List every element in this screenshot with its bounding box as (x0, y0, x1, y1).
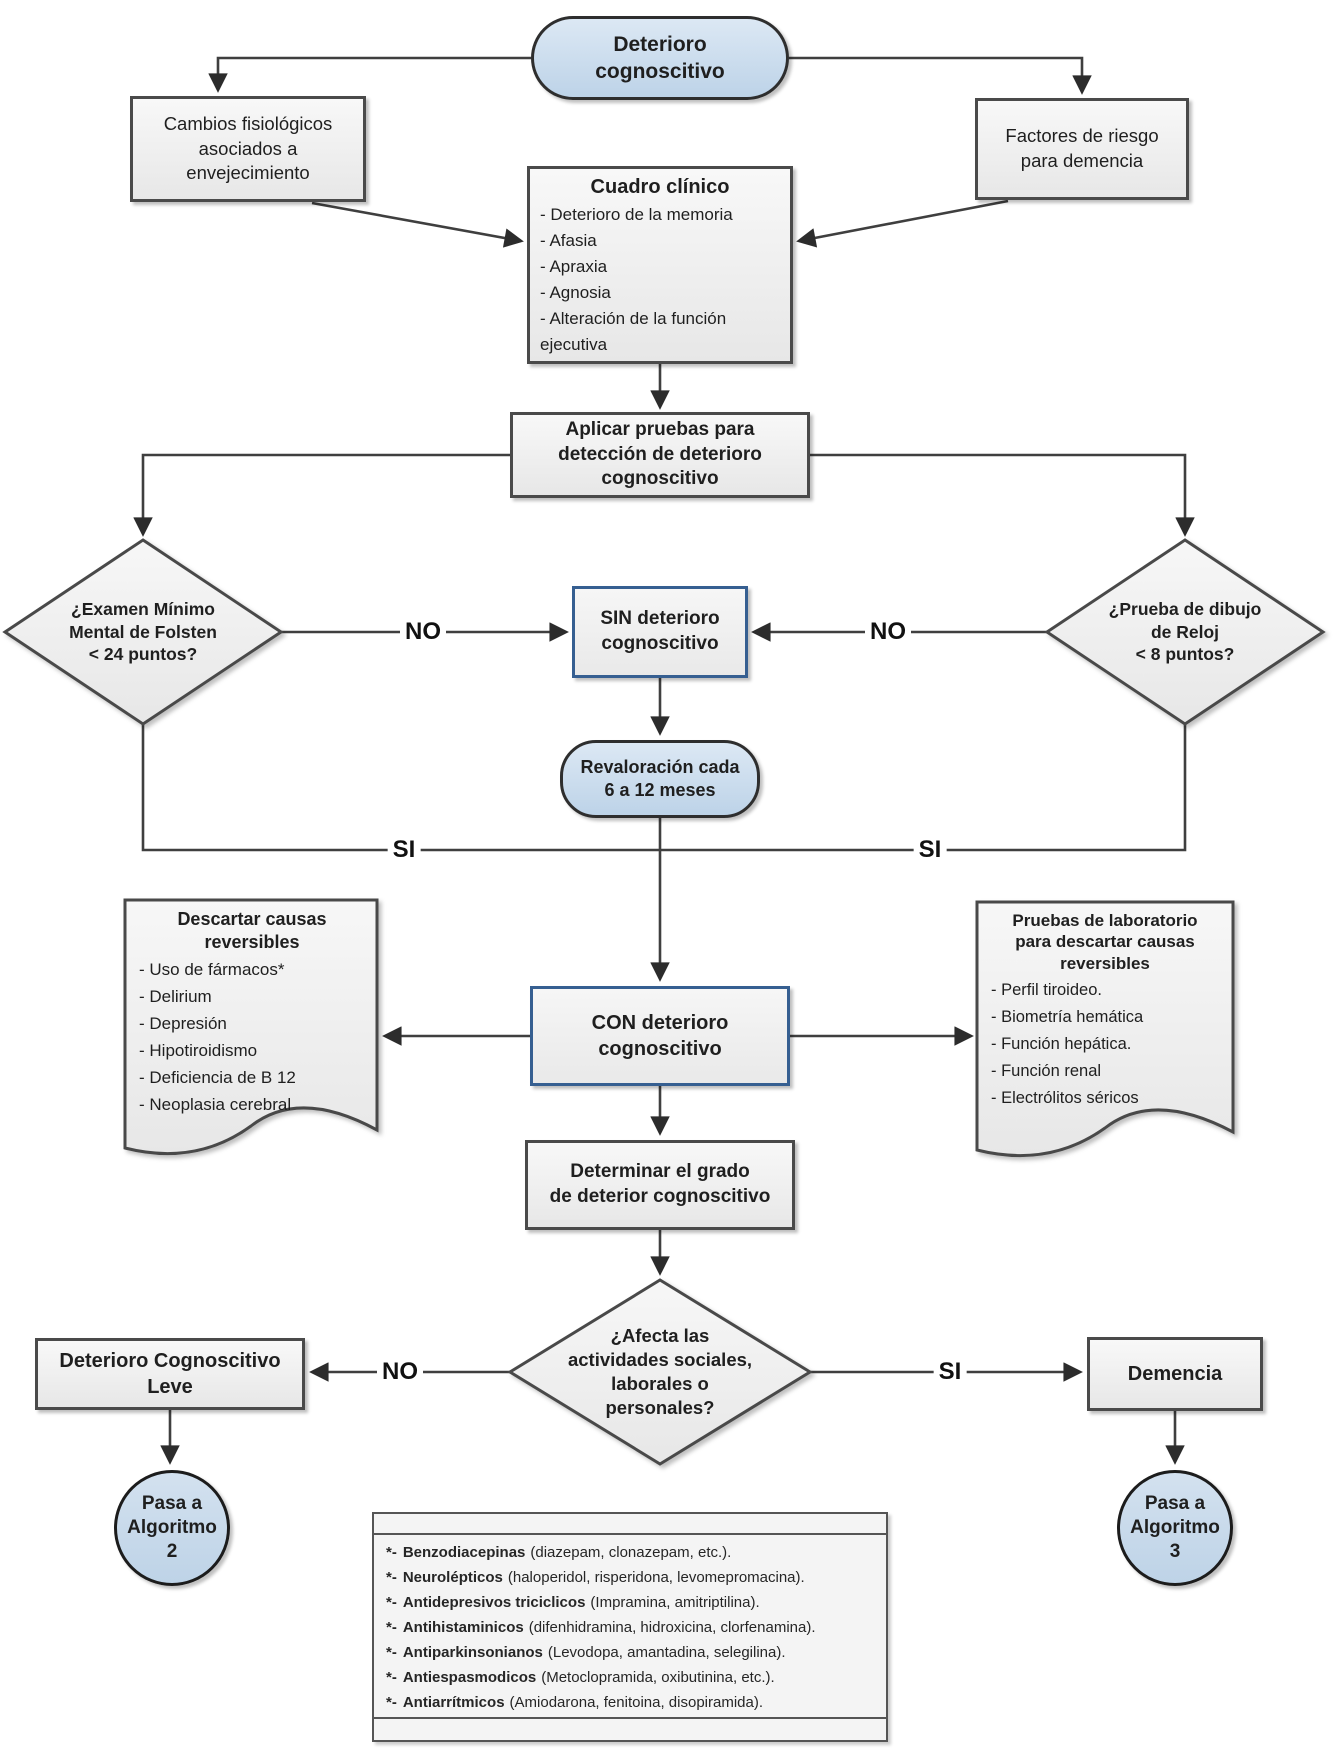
cambios-label: Cambios fisiológicos asociados a envejec… (163, 112, 333, 184)
laboratorio-item: - Biometría hemática (991, 1007, 1144, 1026)
aplicar-pruebas-box: Aplicar pruebas para detección de deteri… (510, 412, 810, 498)
algoritmo2-label: Pasa a Algoritmo 2 (127, 1493, 217, 1562)
folsten-diamond-text: ¿Examen Mínimo Mental de Folsten < 24 pu… (23, 560, 263, 704)
footnote-top-strip (374, 1514, 886, 1536)
factores-box: Factores de riesgo para demencia (975, 98, 1189, 200)
algoritmo-2-circle: Pasa a Algoritmo 2 (114, 1470, 230, 1586)
start-label: Deterioro cognoscitivo (595, 32, 725, 83)
cuadro-item: - Deterioro de la memoria (540, 205, 733, 224)
con-label: CON deterioro cognoscitivo (591, 1012, 729, 1060)
cuadro-item: - Alteración de la función ejecutiva (540, 309, 727, 354)
afecta-diamond-text: ¿Afecta las actividades sociales, labora… (535, 1290, 785, 1454)
footnote-line: *-Antidepresivos triciclicos(Impramina, … (386, 1594, 760, 1612)
connector-reloj-si (660, 724, 1187, 852)
laboratorio-document-text: Pruebas de laboratorio para descartar ca… (985, 910, 1225, 1136)
folsten-label: ¿Examen Mínimo Mental de Folsten < 24 pu… (69, 598, 217, 665)
connector-aplicar-folsten (133, 453, 510, 537)
footnote-box: *-Benzodiacepinas(diazepam, clonazepam, … (372, 1512, 888, 1742)
descartar-item: - Deficiencia de B 12 (139, 1068, 296, 1087)
descartar-item: - Depresión (139, 1014, 227, 1033)
footnote-line: *-Antiespasmodicos(Metoclopramida, oxibu… (386, 1669, 775, 1687)
descartar-item: - Uso de fármacos* (139, 960, 285, 979)
folsten-diamond (2, 538, 284, 726)
footnote-line: *-Antiarrítmicos(Amiodarona, fenitoina, … (386, 1694, 764, 1712)
edge-label-si-left: SI (387, 838, 421, 862)
determinar-label: Determinar el grado de deterior cognosci… (549, 1161, 771, 1207)
connector-aplicar-reloj (810, 453, 1195, 537)
sin-label: SIN deterioro cognoscitivo (600, 608, 720, 654)
laboratorio-item: - Función renal (991, 1061, 1102, 1080)
afecta-label: ¿Afecta las actividades sociales, labora… (567, 1324, 753, 1419)
cambios-box: Cambios fisiológicos asociados a envejec… (130, 96, 366, 202)
connector-start-factores (789, 56, 1092, 95)
determinar-box: Determinar el grado de deterior cognosci… (525, 1140, 795, 1230)
connector-folsten-si (141, 724, 660, 852)
footnote-bottom-strip (374, 1717, 886, 1740)
descartar-document-text: Descartar causas reversibles - Uso de fá… (133, 908, 371, 1134)
connector-factores-cuadro (796, 199, 1009, 248)
reloj-label: ¿Prueba de dibujo de Reloj < 8 puntos? (1108, 598, 1262, 665)
footnote-line: *-Benzodiacepinas(diazepam, clonazepam, … (386, 1544, 732, 1562)
footnote-line: *-Antiparkinsonianos(Levodopa, amantadin… (386, 1644, 786, 1662)
connector-cambios-cuadro (311, 201, 524, 248)
laboratorio-title: Pruebas de laboratorio para descartar ca… (1012, 911, 1198, 973)
footnote-body: *-Benzodiacepinas(diazepam, clonazepam, … (374, 1535, 886, 1717)
laboratorio-item: - Electrólitos séricos (991, 1088, 1139, 1107)
reloj-diamond-text: ¿Prueba de dibujo de Reloj < 8 puntos? (1065, 560, 1305, 704)
dcl-label: Deterioro Cognoscitivo Leve (59, 1350, 281, 1398)
edge-label-no-left: NO (400, 620, 446, 644)
cuadro-item: - Apraxia (540, 257, 608, 276)
sin-deterioro-box: SIN deterioro cognoscitivo (572, 586, 748, 678)
cuadro-item: - Agnosia (540, 283, 611, 302)
edge-label-si-right: SI (913, 838, 947, 862)
con-deterioro-box: CON deterioro cognoscitivo (530, 986, 790, 1086)
cuadro-clinico-box: Cuadro clínico - Deterioro de la memoria… (527, 166, 793, 364)
descartar-item: - Neoplasia cerebral (139, 1095, 292, 1114)
afecta-diamond (507, 1278, 813, 1466)
factores-label: Factores de riesgo para demencia (1005, 125, 1159, 171)
cuadro-item: - Afasia (540, 231, 597, 250)
footnote-line: *-Antihistaminicos(difenhidramina, hidro… (386, 1619, 816, 1637)
connector-start-cambios (208, 56, 531, 93)
algoritmo-3-circle: Pasa a Algoritmo 3 (1117, 1470, 1233, 1586)
descartar-title: Descartar causas reversibles (177, 909, 327, 952)
edge-label-si-bottom: SI (933, 1360, 967, 1384)
demencia-box: Demencia (1087, 1337, 1263, 1411)
laboratorio-document (975, 900, 1235, 1158)
revaloracion-terminator: Revaloración cada 6 a 12 meses (560, 740, 760, 818)
start-terminator: Deterioro cognoscitivo (531, 16, 789, 100)
descartar-document (123, 898, 379, 1156)
footnote-line: *-Neurolépticos(haloperidol, risperidona… (386, 1569, 805, 1587)
descartar-item: - Hipotiroidismo (139, 1041, 258, 1060)
cuadro-title: Cuadro clínico (590, 176, 730, 198)
algoritmo3-label: Pasa a Algoritmo 3 (1130, 1493, 1220, 1562)
descartar-item: - Delirium (139, 987, 212, 1006)
revaloracion-label: Revaloración cada 6 a 12 meses (580, 756, 740, 800)
edge-label-no-right: NO (865, 620, 911, 644)
laboratorio-item: - Perfil tiroideo. (991, 980, 1102, 999)
laboratorio-item: - Función hepática. (991, 1034, 1132, 1053)
edge-label-no-bottom: NO (377, 1360, 423, 1384)
aplicar-label: Aplicar pruebas para detección de deteri… (558, 418, 762, 490)
dcl-leve-box: Deterioro Cognoscitivo Leve (35, 1338, 305, 1410)
demencia-label: Demencia (1127, 1363, 1223, 1385)
reloj-diamond (1044, 538, 1326, 726)
